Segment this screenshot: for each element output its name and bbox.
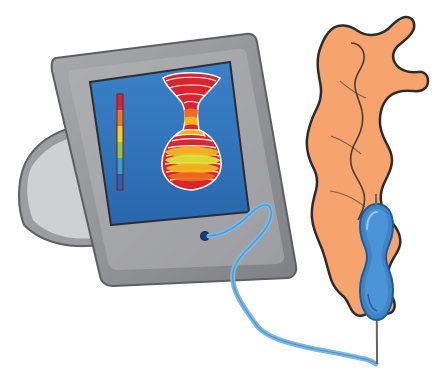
pressure-colorbar: [117, 94, 123, 190]
monitor-screen: [90, 62, 249, 225]
